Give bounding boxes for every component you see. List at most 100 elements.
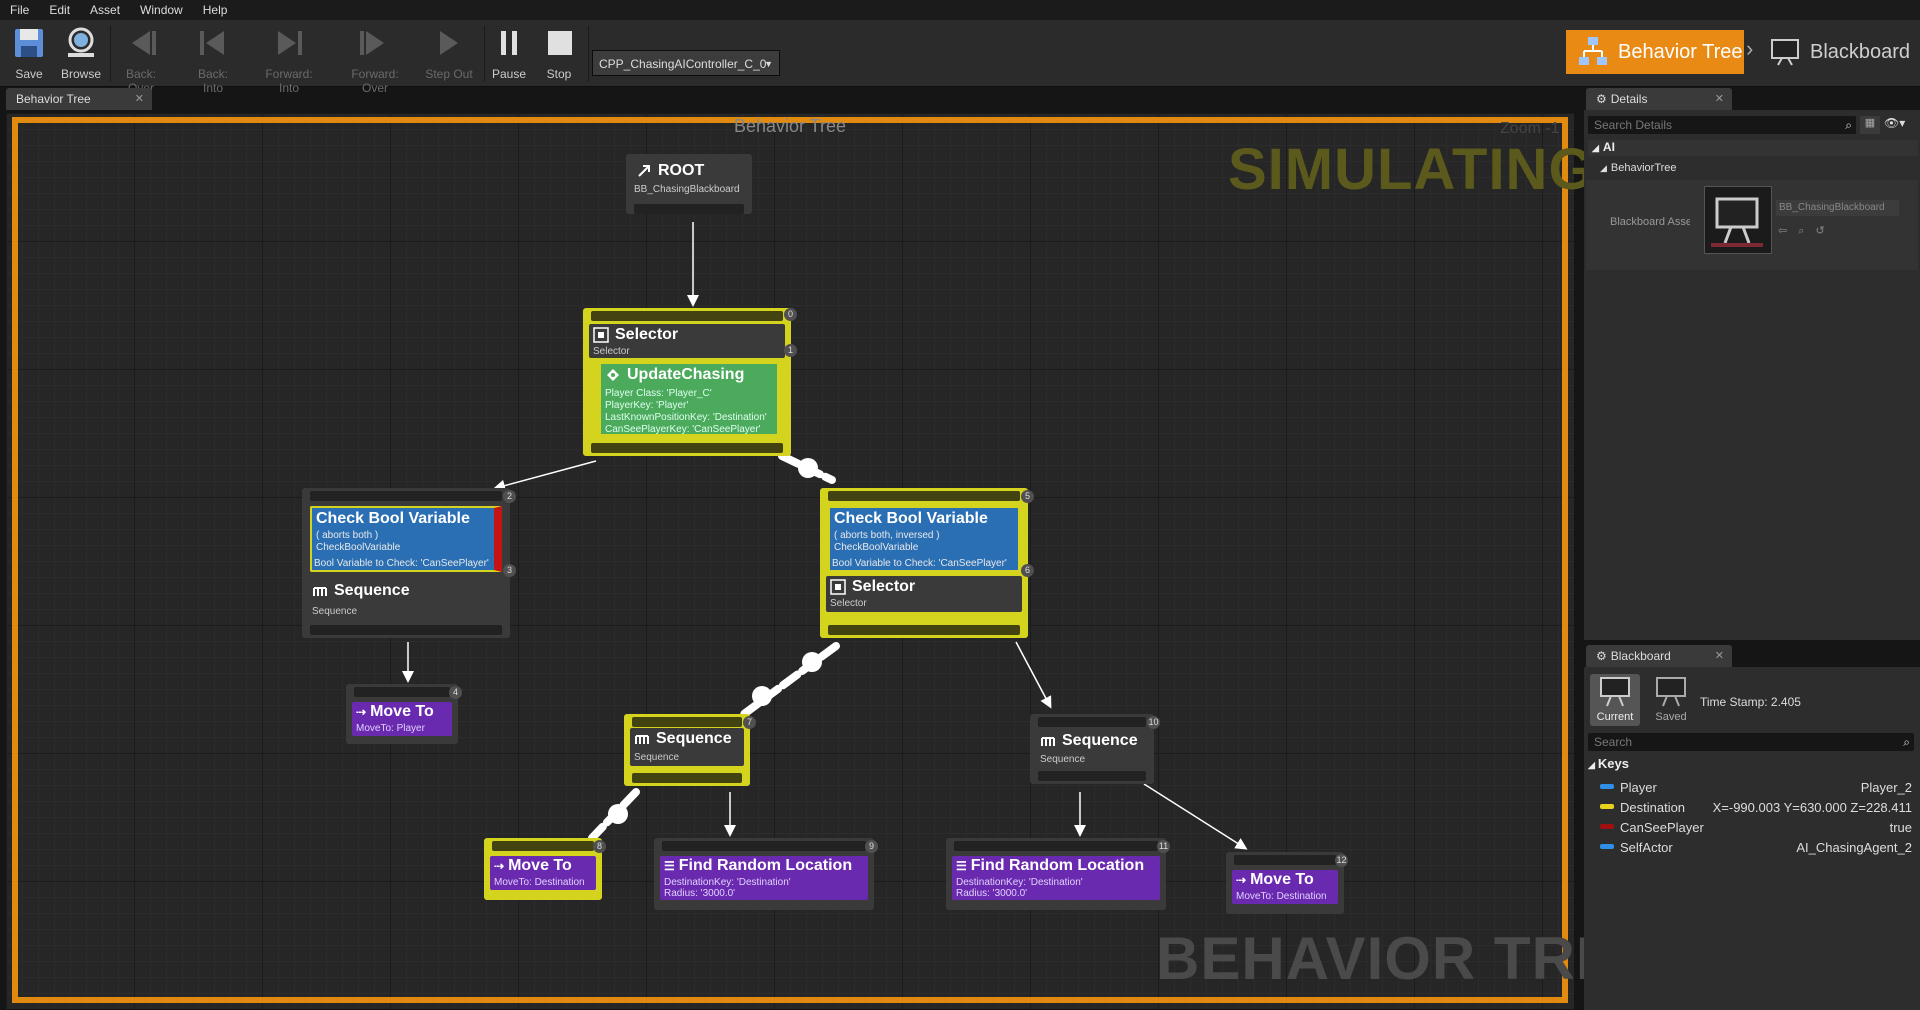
execution-index-badge: 11 [1157,840,1170,853]
execution-index-badge: 9 [865,840,878,853]
root-subtitle: BB_ChasingBlackboard [634,184,740,195]
selector-icon [830,579,846,595]
sequence-icon [313,587,327,596]
details-search-input[interactable]: Search Details ⌕ [1588,116,1856,134]
behavior-tree-icon [1579,37,1607,65]
task-find-random-location-2[interactable]: ☰ Find Random Location DestinationKey: '… [946,838,1170,910]
debug-object-dropdown[interactable]: CPP_ChasingAIController_C_0 ▼ [592,50,780,76]
find-location-icon: ☰ [664,859,675,873]
key-type-swatch [1600,844,1614,849]
pause-button[interactable]: Pause [484,24,534,84]
sequence-node-active[interactable]: Sequence Sequence 7 [624,714,756,786]
use-selected-icon[interactable]: ⇦ [1778,225,1788,237]
menu-window[interactable]: Window [140,3,183,17]
blackboard-asset-icon [1711,197,1763,247]
tab-blackboard[interactable]: ⚙Blackboard ✕ [1586,645,1732,667]
execution-index-badge: 8 [593,840,606,853]
selector-node-right[interactable]: Check Bool Variable ( aborts both, inver… [820,488,1034,638]
blackboard-key-row[interactable]: Player Player_2 [1592,778,1912,798]
graph-title: Behavior Tree [733,116,847,136]
task-moveto-destination-active[interactable]: ⇢ Move To MoveTo: Destination 8 [484,838,606,900]
menu-asset[interactable]: Asset [90,3,121,17]
blackboard-current-button[interactable]: Current [1590,674,1640,726]
stop-button[interactable]: Stop [534,24,584,84]
task-find-random-location-1[interactable]: ☰ Find Random Location DestinationKey: '… [654,838,878,910]
root-node[interactable]: ROOT BB_ChasingBlackboard [626,154,752,214]
details-subcategory-behaviortree[interactable]: ◢BehaviorTree [1600,162,1677,174]
blackboard-icon [1600,677,1630,707]
back-over-icon [132,31,156,55]
save-button[interactable]: Save [4,24,54,84]
forward-into-button[interactable]: Forward: Into [264,24,314,95]
back-into-button[interactable]: Back: Into [188,24,238,95]
search-icon: ⌕ [1845,118,1852,132]
keys-header[interactable]: ◢Keys [1588,756,1629,771]
blackboard-saved-button[interactable]: Saved [1646,674,1696,726]
moveto-icon: ⇢ [1236,873,1247,887]
key-type-swatch [1600,804,1614,809]
blackboard-icon [1771,39,1799,66]
details-category-ai[interactable]: ◢AI [1588,140,1918,156]
menu-file[interactable]: File [10,3,30,17]
forward-into-icon [278,31,302,55]
view-options-icon[interactable]: ▦ [1860,116,1880,134]
mode-blackboard-button[interactable]: Blackboard [1770,30,1920,74]
blackboard-key-row[interactable]: SelfActor AI_ChasingAgent_2 [1592,838,1912,858]
execution-index-badge: 12 [1335,854,1348,867]
sequence-icon [1041,737,1055,746]
execution-index-badge: 4 [449,686,462,699]
menu-edit[interactable]: Edit [49,3,71,17]
menu-help[interactable]: Help [202,3,228,17]
timestamp-label: Time Stamp: 2.405 [1700,695,1801,709]
browse-icon [68,27,94,57]
step-out-icon [440,31,458,55]
expand-arrow-icon: ◢ [1600,163,1607,173]
close-icon[interactable]: ✕ [134,93,144,105]
close-icon[interactable]: ✕ [1714,650,1724,662]
selector-node-main[interactable]: Selector Selector UpdateChasing Player C… [583,308,797,456]
execution-index-badge: 10 [1147,716,1160,729]
blackboard-search-input[interactable]: Search ⌕ [1588,733,1914,751]
zoom-label: Zoom -1 [1500,120,1560,137]
task-moveto-player[interactable]: ⇢ Move To MoveTo: Player 4 [346,684,462,744]
blackboard-key-row[interactable]: Destination X=-990.003 Y=630.000 Z=228.4… [1592,798,1912,818]
browse-asset-icon[interactable]: ⌕ [1798,225,1805,237]
sequence-node-inactive[interactable]: Sequence Sequence 10 [1030,714,1160,784]
find-location-icon: ☰ [956,859,967,873]
expand-arrow-icon: ◢ [1588,760,1595,770]
behavior-tree-watermark: BEHAVIOR TREE [1156,925,1658,992]
execution-index-badge: 3 [503,564,516,577]
reset-icon[interactable]: ↺ [1815,225,1825,237]
browse-button[interactable]: Browse [56,24,106,84]
step-out-button[interactable]: Step Out [424,24,474,84]
eye-icon[interactable]: 👁▾ [1884,116,1906,130]
blackboard-asset-dropdown[interactable]: BB_ChasingBlackboard [1776,200,1899,216]
moveto-icon: ⇢ [356,705,367,719]
execution-index-badge: 6 [1021,564,1034,577]
key-type-swatch [1600,824,1614,829]
forward-over-icon [360,31,384,55]
decorator-check-bool-right[interactable]: Check Bool Variable ( aborts both, inver… [828,506,1020,572]
sequence-node-left[interactable]: Check Bool Variable ( aborts both ) Chec… [302,488,516,638]
search-icon: ⌕ [1903,735,1910,749]
toolbar-separator [484,26,485,82]
tab-behavior-tree[interactable]: Behavior Tree ✕ [6,88,152,110]
pause-icon [501,31,517,55]
asset-thumbnail[interactable] [1704,186,1772,254]
mode-behavior-tree-button[interactable]: Behavior Tree [1566,30,1744,74]
root-icon [638,165,650,177]
stop-icon [548,31,572,55]
close-icon[interactable]: ✕ [1714,93,1724,105]
blackboard-icon [1656,677,1686,707]
toolbar-separator [110,26,111,82]
toolbar-separator [588,26,589,82]
service-update-chasing[interactable]: UpdateChasing Player Class: 'Player_C' P… [599,362,779,436]
blackboard-key-row[interactable]: CanSeePlayer true [1592,818,1912,838]
execution-index-badge: 2 [503,490,516,503]
chevron-down-icon: ▼ [764,59,773,69]
forward-over-button[interactable]: Forward: Over [350,24,400,95]
expand-arrow-icon: ◢ [1592,143,1599,153]
task-moveto-destination-2[interactable]: ⇢ Move To MoveTo: Destination 12 [1226,852,1348,914]
tab-details[interactable]: ⚙Details ✕ [1586,88,1732,110]
decorator-check-bool-left[interactable]: Check Bool Variable ( aborts both ) Chec… [310,506,502,572]
